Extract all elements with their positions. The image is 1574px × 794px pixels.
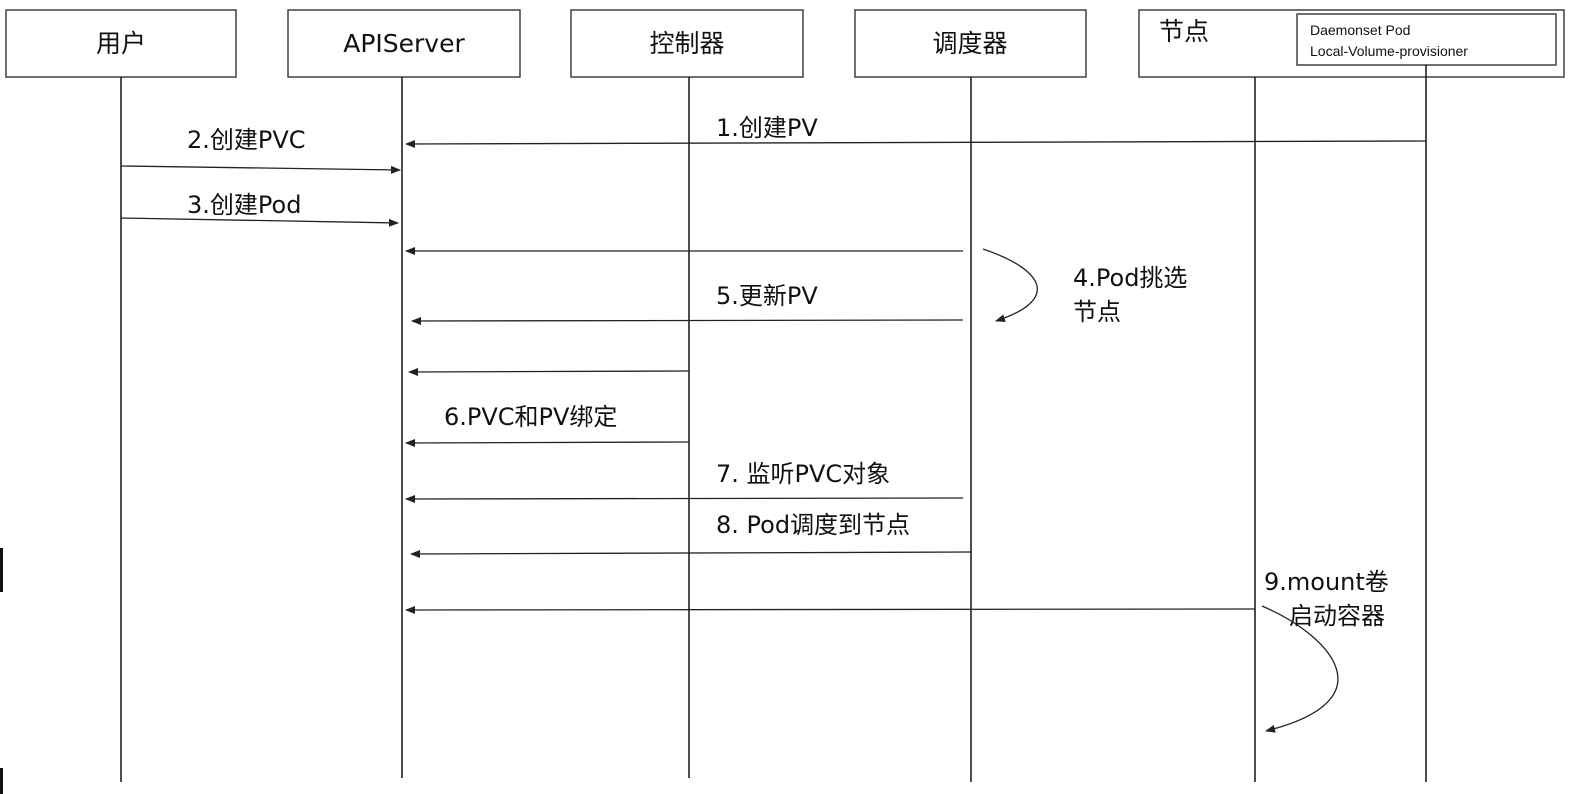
edge-mark-bottom	[0, 768, 3, 794]
arrow-schedule-pod	[410, 549, 972, 558]
arrow-node-watch	[405, 605, 1256, 614]
daemonset-pod-box	[1296, 13, 1557, 66]
local-volume-provisioner-label: Local-Volume-provisioner	[1310, 43, 1468, 59]
actor-user-box	[5, 9, 237, 78]
label-create-pvc: 2.创建PVC	[187, 126, 306, 154]
label-bind-pvc-pv: 6.PVC和PV绑定	[444, 403, 617, 431]
arrow-create-pv	[405, 139, 1427, 148]
label-watch-pvc: 7. 监听PVC对象	[716, 460, 890, 488]
edge-mark-top	[0, 548, 3, 592]
actor-controller: 控制器	[570, 9, 804, 78]
arrow-bind-pvc-pv	[405, 438, 690, 447]
label-start-container-line2: 启动容器	[1289, 602, 1385, 630]
actor-apiserver: APIServer	[287, 9, 521, 78]
label-create-pv: 1.创建PV	[716, 114, 818, 142]
actor-node-label: 节点	[1159, 17, 1209, 46]
daemonset-pod-label: Daemonset Pod	[1310, 22, 1410, 38]
label-select-node-line2: 节点	[1073, 298, 1121, 326]
actor-scheduler: 调度器	[854, 9, 1087, 78]
actor-controller-box	[570, 9, 804, 78]
arrow-create-pod	[120, 217, 399, 227]
arrow-create-pvc	[120, 165, 401, 174]
self-loop-select-node	[982, 248, 1038, 322]
self-loop-mount-volume	[1261, 605, 1339, 733]
arrow-watch-pvc	[405, 494, 964, 503]
label-update-pv: 5.更新PV	[716, 282, 818, 310]
label-create-pod: 3.创建Pod	[187, 191, 301, 219]
actor-scheduler-label: 调度器	[932, 29, 1007, 58]
arrow-controller-watch	[408, 367, 690, 376]
arrow-update-pv	[411, 316, 964, 325]
actor-scheduler-box	[854, 9, 1087, 78]
label-select-node-line1: 4.Pod挑选	[1073, 264, 1187, 292]
label-mount-volume-line1: 9.mount卷	[1264, 568, 1389, 596]
actor-apiserver-label: APIServer	[343, 29, 465, 58]
actor-user: 用户	[5, 9, 237, 78]
actor-node: 节点 Daemonset Pod Local-Volume-provisione…	[1138, 9, 1565, 78]
actor-controller-label: 控制器	[649, 29, 724, 58]
label-schedule-pod: 8. Pod调度到节点	[716, 511, 910, 539]
actor-user-label: 用户	[96, 29, 146, 58]
actor-apiserver-box	[287, 9, 521, 78]
